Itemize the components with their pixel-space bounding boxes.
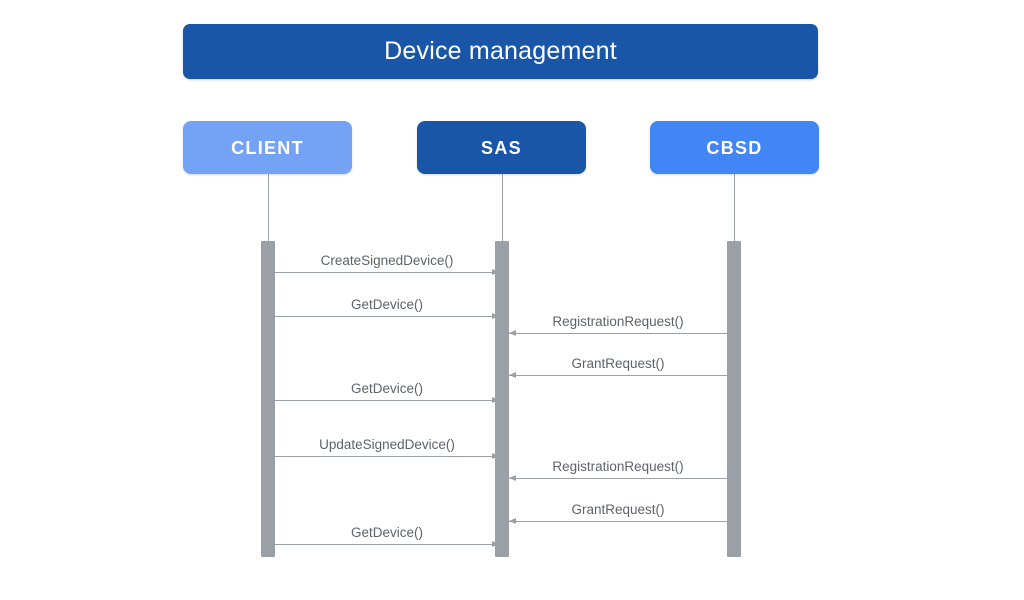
message-label: UpdateSignedDevice() xyxy=(319,436,455,452)
lifeline-cbsd xyxy=(734,174,735,241)
activation-bar-client xyxy=(261,241,275,557)
message-line xyxy=(509,375,727,376)
participant-label-sas: SAS xyxy=(481,137,522,158)
participant-label-client: CLIENT xyxy=(231,137,304,158)
arrow-right-icon xyxy=(492,396,499,403)
activation-bar-sas xyxy=(495,241,509,557)
message-line xyxy=(275,544,499,545)
participant-box-client[interactable]: CLIENT xyxy=(183,121,352,174)
message-label: RegistrationRequest() xyxy=(552,458,684,474)
participant-label-cbsd: CBSD xyxy=(706,137,763,158)
message-label: RegistrationRequest() xyxy=(552,313,684,329)
activation-bar-cbsd xyxy=(727,241,741,557)
message-line xyxy=(509,521,727,522)
message-label: GetDevice() xyxy=(350,380,423,396)
message-label: GrantRequest() xyxy=(571,355,665,371)
arrow-right-icon xyxy=(492,452,499,459)
message-line xyxy=(509,478,727,479)
arrow-left-icon xyxy=(509,371,516,378)
message-line xyxy=(275,400,499,401)
message-line xyxy=(275,456,499,457)
message-label: GetDevice() xyxy=(350,524,423,540)
message-line xyxy=(509,333,727,334)
arrow-right-icon xyxy=(492,312,499,319)
arrow-right-icon xyxy=(492,268,499,275)
participant-box-cbsd[interactable]: CBSD xyxy=(650,121,819,174)
lifeline-sas xyxy=(502,174,503,241)
message-line xyxy=(275,272,499,273)
arrow-right-icon xyxy=(492,540,499,547)
arrow-left-icon xyxy=(509,517,516,524)
participant-box-sas[interactable]: SAS xyxy=(417,121,586,174)
lifeline-client xyxy=(268,174,269,241)
page-title: Device management xyxy=(384,37,617,65)
arrow-left-icon xyxy=(509,329,516,336)
diagram-title-banner: Device management xyxy=(183,24,818,79)
message-label: CreateSignedDevice() xyxy=(320,252,454,268)
arrow-left-icon xyxy=(509,474,516,481)
message-label: GetDevice() xyxy=(350,296,423,312)
message-label: GrantRequest() xyxy=(571,501,665,517)
message-line xyxy=(275,316,499,317)
